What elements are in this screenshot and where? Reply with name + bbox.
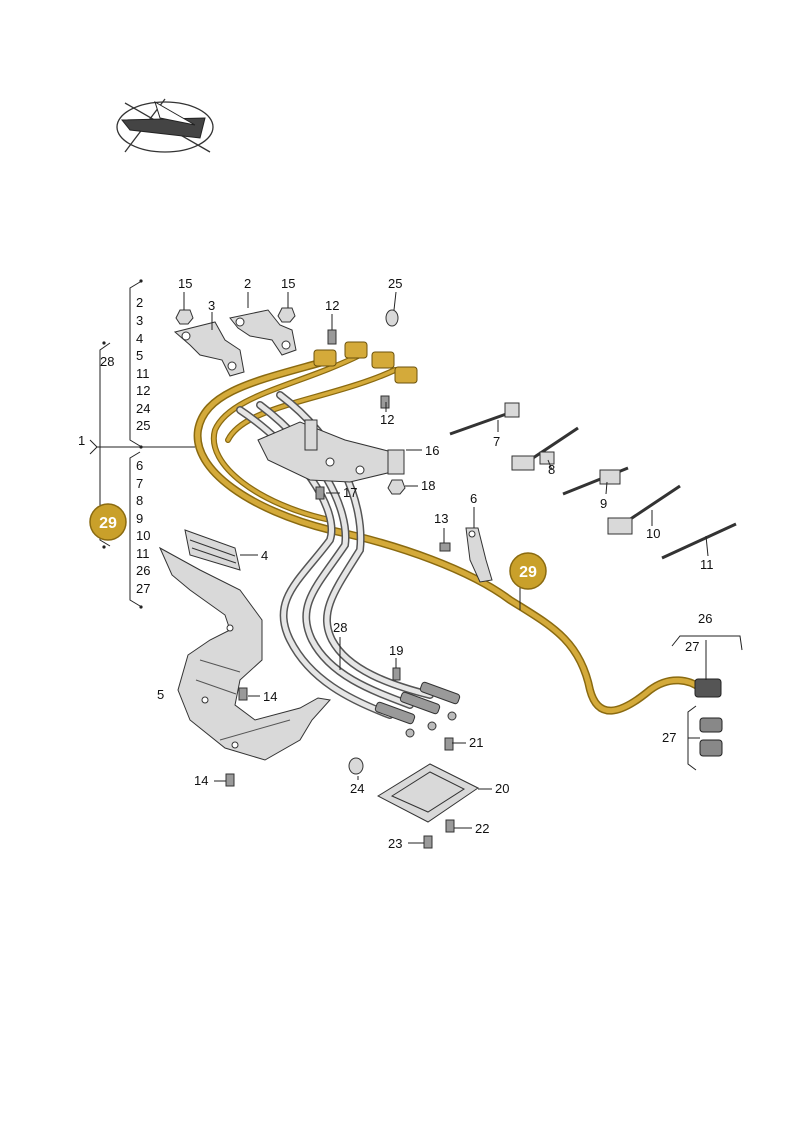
cable-tie-part-7 bbox=[449, 402, 520, 436]
lower-list-item: 6 bbox=[136, 458, 143, 473]
label-9: 9 bbox=[600, 496, 607, 511]
lower-list-item: 10 bbox=[136, 528, 150, 543]
bracket-part-6 bbox=[465, 527, 493, 583]
label-15: 15 bbox=[178, 276, 192, 291]
upper-list-item: 11 bbox=[136, 366, 150, 381]
connector-part-26 bbox=[694, 678, 722, 698]
label-19: 19 bbox=[389, 643, 403, 658]
label-12: 12 bbox=[380, 412, 394, 427]
lower-list-item: 26 bbox=[136, 563, 150, 578]
label-16: 16 bbox=[425, 443, 439, 458]
lower-list-item: 9 bbox=[136, 511, 143, 526]
label-6: 6 bbox=[470, 491, 477, 506]
nut-part-15 bbox=[175, 307, 296, 325]
callout-29-right[interactable]: 29 bbox=[509, 552, 547, 590]
lower-list-item: 8 bbox=[136, 493, 143, 508]
label-25: 25 bbox=[388, 276, 402, 291]
label-20: 20 bbox=[495, 781, 509, 796]
bracket-part-2 bbox=[229, 309, 297, 356]
label-13: 13 bbox=[434, 511, 448, 526]
upper-list-item: 3 bbox=[136, 313, 143, 328]
cover-plate-part-20 bbox=[376, 763, 479, 823]
bracket-part-3 bbox=[173, 321, 245, 377]
upper-group-list: 2 3 4 5 11 12 24 25 bbox=[136, 295, 150, 433]
screw-part-13 bbox=[439, 542, 451, 552]
label-27: 27 bbox=[662, 730, 676, 745]
lower-list-item: 11 bbox=[136, 546, 150, 561]
upper-list-item: 25 bbox=[136, 418, 150, 433]
label-26: 26 bbox=[698, 611, 712, 626]
label-5: 5 bbox=[157, 687, 164, 702]
callout-29-left[interactable]: 29 bbox=[89, 503, 127, 541]
bolt-part-17 bbox=[315, 486, 325, 500]
harness-connectors bbox=[313, 341, 418, 384]
label-28: 28 bbox=[333, 620, 347, 635]
clips-part-27 bbox=[699, 717, 723, 757]
label-10: 10 bbox=[646, 526, 660, 541]
label-24: 24 bbox=[350, 781, 364, 796]
label-1: 1 bbox=[78, 433, 85, 448]
label-28-left: 28 bbox=[100, 354, 114, 369]
cable-terminals bbox=[374, 681, 461, 738]
upper-list-item: 5 bbox=[136, 348, 143, 363]
label-2: 2 bbox=[244, 276, 251, 291]
cable-tie-part-9 bbox=[562, 466, 629, 496]
label-14: 14 bbox=[263, 689, 277, 704]
callout-29-left-text: 29 bbox=[99, 515, 117, 532]
label-22: 22 bbox=[475, 821, 489, 836]
label-11: 11 bbox=[700, 557, 714, 572]
grommet-part-25 bbox=[385, 309, 399, 327]
label-27: 27 bbox=[685, 639, 699, 654]
leader-lines bbox=[107, 291, 743, 844]
label-7: 7 bbox=[493, 434, 500, 449]
cable-tie-part-11 bbox=[661, 522, 737, 560]
upper-list-item: 12 bbox=[136, 383, 150, 398]
label-4: 4 bbox=[261, 548, 268, 563]
label-21: 21 bbox=[469, 735, 483, 750]
label-12: 12 bbox=[325, 298, 339, 313]
cable-tie-part-10 bbox=[607, 484, 681, 535]
heat-shield-part-5 bbox=[158, 546, 331, 761]
label-18: 18 bbox=[421, 478, 435, 493]
label-8: 8 bbox=[548, 462, 555, 477]
bracket-part-4 bbox=[184, 529, 241, 571]
label-23: 23 bbox=[388, 836, 402, 851]
group-bracket bbox=[89, 279, 195, 609]
upper-list-item: 2 bbox=[136, 295, 143, 310]
lower-group-list: 6 7 8 9 10 11 26 27 bbox=[136, 458, 150, 596]
upper-list-item: 24 bbox=[136, 401, 150, 416]
cable-tie-part-8 bbox=[511, 426, 579, 471]
mounting-plate-part-16 bbox=[257, 419, 405, 483]
vehicle-orientation-icon bbox=[116, 98, 214, 153]
upper-list-item: 4 bbox=[136, 331, 143, 346]
grommet-part-24 bbox=[348, 757, 364, 775]
label-3: 3 bbox=[208, 298, 215, 313]
label-15: 15 bbox=[281, 276, 295, 291]
label-14: 14 bbox=[194, 773, 208, 788]
nut-part-18 bbox=[387, 479, 406, 495]
callout-29-right-text: 29 bbox=[519, 564, 537, 581]
bolts-small bbox=[225, 667, 455, 849]
lower-list-item: 7 bbox=[136, 476, 143, 491]
lower-list-item: 27 bbox=[136, 581, 150, 596]
label-17: 17 bbox=[343, 485, 357, 500]
